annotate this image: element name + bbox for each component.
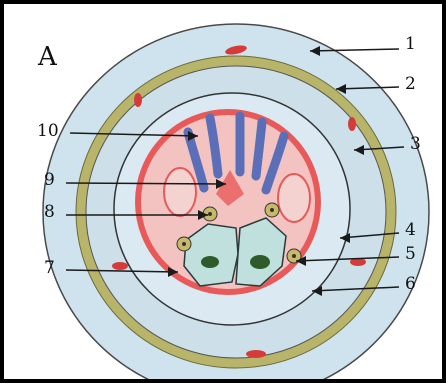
label-2: 2 bbox=[405, 76, 416, 93]
label-7: 7 bbox=[44, 260, 55, 277]
label-1: 1 bbox=[405, 36, 416, 53]
nucleus-left bbox=[201, 256, 219, 268]
label-4: 4 bbox=[405, 222, 416, 239]
label-6: 6 bbox=[405, 276, 416, 293]
label-8: 8 bbox=[44, 204, 55, 221]
label-9: 9 bbox=[44, 172, 55, 189]
nucleus-right bbox=[250, 255, 270, 269]
right-lobe bbox=[278, 174, 310, 222]
cross-section-diagram bbox=[4, 4, 442, 379]
panel-letter: A bbox=[38, 42, 57, 72]
blue-band-4 bbox=[256, 122, 262, 176]
blood-spot-4 bbox=[112, 262, 128, 270]
blood-spot-3 bbox=[348, 117, 356, 131]
leader-9 bbox=[66, 183, 226, 184]
blood-spot-2 bbox=[134, 93, 142, 107]
blood-spot-6 bbox=[246, 350, 266, 358]
left-lobe bbox=[164, 168, 196, 216]
label-3: 3 bbox=[410, 136, 421, 153]
label-10: 10 bbox=[37, 123, 59, 140]
label-5: 5 bbox=[405, 246, 416, 263]
